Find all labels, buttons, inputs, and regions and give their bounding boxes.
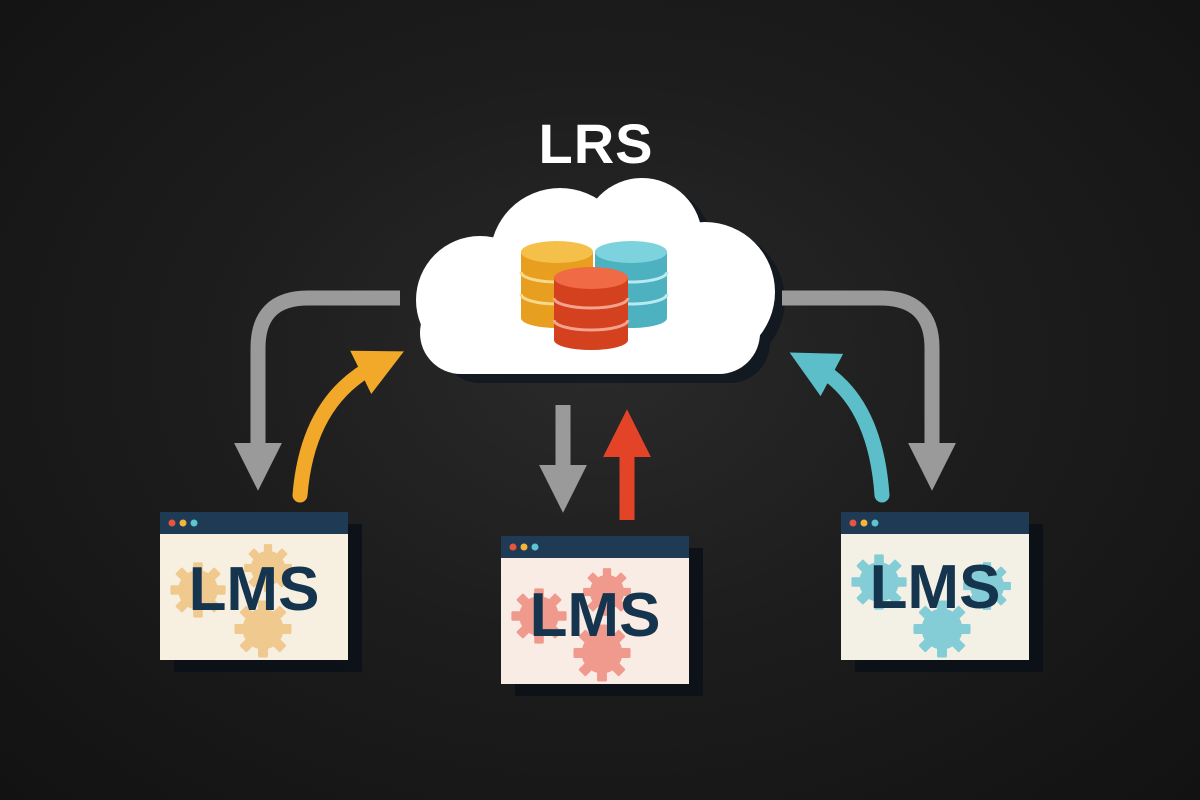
window-dot-yellow [860,519,868,527]
database-red [552,267,630,350]
arrow-down-right [782,290,957,491]
lms-label: LMS [530,581,661,650]
window-dot-yellow [520,543,528,551]
window-dot-yellow [179,519,187,527]
arrow-up-left [292,350,404,503]
window-dot-teal [190,519,198,527]
lms-window-right: LMS [841,512,1043,672]
database-stack-icon [519,241,669,350]
window-dot-red [509,543,517,551]
arrow-up-right [789,352,890,503]
arrows [233,290,957,520]
lms-window-center: LMS [501,536,703,696]
lms-window-left: LMS [160,512,362,672]
window-title-bar [160,512,348,534]
arrow-down-left [233,290,400,491]
window-title-bar [501,536,689,558]
window-title-bar [841,512,1029,534]
lms-label: LMS [189,555,320,624]
lrs-title: LRS [539,112,654,175]
window-dot-red [168,519,176,527]
lms-label: LMS [870,553,1001,622]
window-dot-teal [531,543,539,551]
window-dot-red [849,519,857,527]
window-dot-teal [871,519,879,527]
